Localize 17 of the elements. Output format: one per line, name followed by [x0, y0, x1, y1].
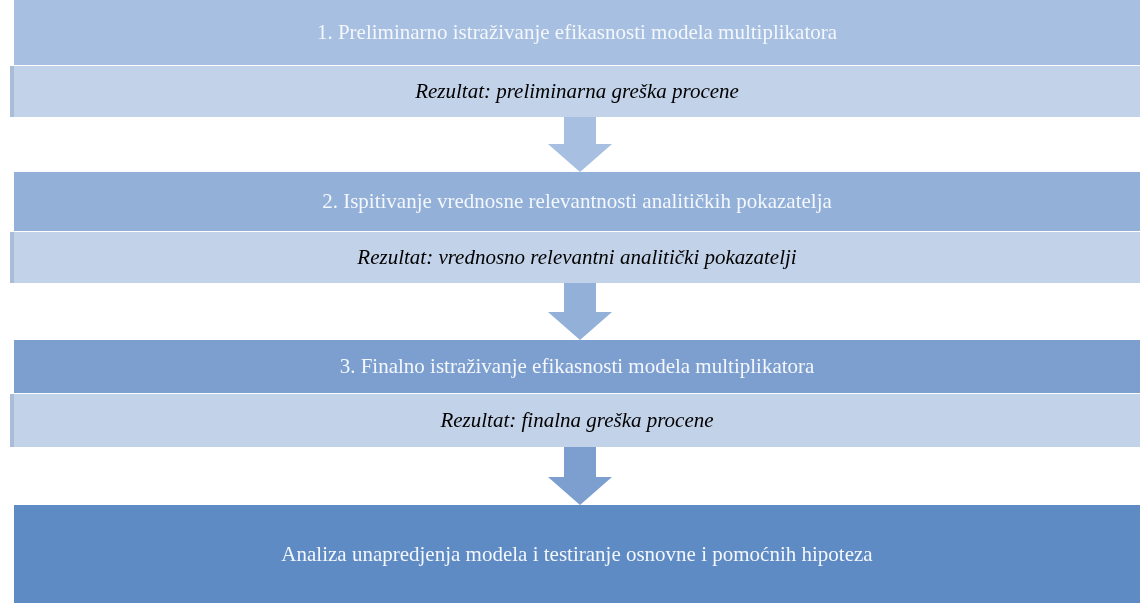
result-text: Rezultat: vrednosno relevantni analitički pokazatelji: [357, 245, 797, 270]
process-band: [14, 340, 1140, 393]
process-band: [14, 505, 1140, 603]
step-title: 2. Ispitivanje vrednosne relevantnosti analitičkih pokazatelja: [322, 189, 832, 214]
result-box: [10, 66, 1140, 117]
result-box: [10, 232, 1140, 283]
step-title: 1. Preliminarno istraživanje efikasnosti modela multiplikatora: [316, 20, 838, 45]
step-title: 3. Finalno istraživanje efikasnosti modela multiplikatora: [339, 354, 815, 379]
result-box: [10, 394, 1140, 447]
process-band: [14, 172, 1140, 231]
arrow: [548, 117, 612, 172]
step-title: Analiza unapredjenja modela i testiranje osnovne i pomoćnih hipoteza: [281, 541, 873, 567]
result-text: Rezultat: preliminarna greška procene: [415, 79, 739, 104]
arrow: [548, 447, 612, 505]
result-text: Rezultat: finalna greška procene: [440, 408, 714, 433]
arrow: [548, 283, 612, 340]
process-band: [14, 0, 1140, 65]
